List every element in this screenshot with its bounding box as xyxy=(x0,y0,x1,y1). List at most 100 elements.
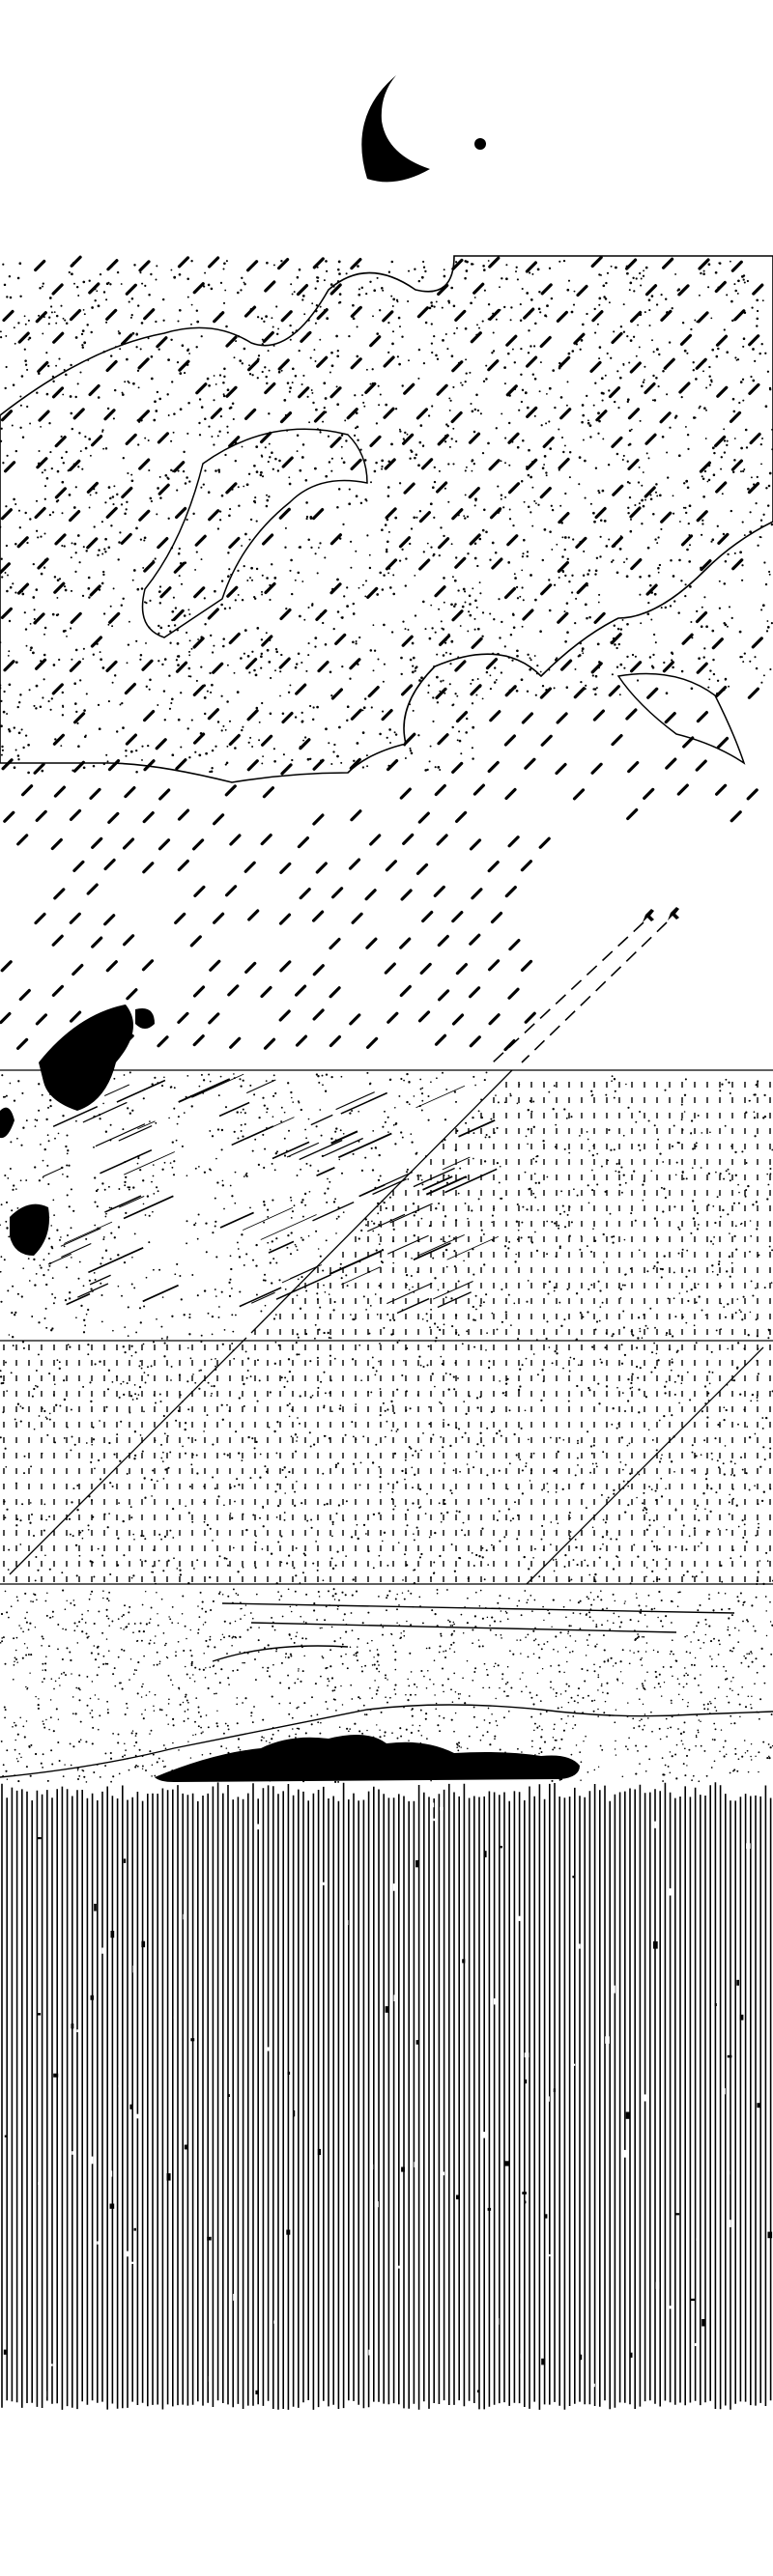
stipple-dot xyxy=(265,1080,268,1082)
rain-dash xyxy=(264,382,276,395)
rain-dash xyxy=(695,610,708,624)
stipple-dot xyxy=(158,590,161,593)
stipple-dot xyxy=(34,1118,37,1121)
stipple-dot xyxy=(622,1480,625,1483)
stipple-dot xyxy=(95,492,98,495)
stipple-dot xyxy=(465,372,468,375)
stipple-dot xyxy=(47,323,50,326)
rain-dash xyxy=(520,860,533,872)
stipple-dot xyxy=(641,1337,644,1340)
stipple-dot xyxy=(211,1385,213,1387)
stipple-dot xyxy=(565,686,569,689)
stipple-dot xyxy=(606,271,610,274)
stipple-dot xyxy=(464,517,467,520)
stipple-dot xyxy=(215,1256,218,1259)
stipple-dot xyxy=(330,457,333,460)
stipple-dot xyxy=(82,658,84,661)
stipple-dot xyxy=(618,694,621,696)
stipple-dot xyxy=(653,1366,657,1370)
stipple-dot xyxy=(38,372,41,376)
stipple-dot xyxy=(602,1261,605,1263)
stipple-dot xyxy=(47,364,50,368)
stipple-dot xyxy=(16,276,20,280)
stipple-dot xyxy=(250,566,253,570)
stipple-dot xyxy=(631,1386,634,1389)
stipple-dot xyxy=(491,1543,493,1546)
stipple-dot xyxy=(473,617,476,620)
stipple-dot xyxy=(272,1199,274,1202)
stipple-dot xyxy=(157,632,160,635)
stipple-dot xyxy=(23,348,26,351)
stipple-dot xyxy=(19,1519,22,1522)
stipple-dot xyxy=(368,553,371,556)
stipple-dot xyxy=(294,579,297,581)
rain-dash xyxy=(436,383,448,396)
stipple-dot xyxy=(136,369,140,372)
rain-dash xyxy=(469,933,481,946)
stipple-dot xyxy=(162,1451,164,1454)
stipple-dot xyxy=(242,1079,244,1082)
stipple-dot xyxy=(328,1337,330,1339)
stipple-dot xyxy=(443,1419,444,1421)
stipple-dot xyxy=(447,463,450,466)
stipple-dot xyxy=(378,1285,381,1288)
stipple-dot xyxy=(0,1375,3,1378)
stipple-dot xyxy=(684,594,687,598)
stipple-dot xyxy=(56,1229,59,1231)
stipple-dot xyxy=(616,627,620,631)
stipple-dot xyxy=(674,1174,677,1176)
stipple-dot xyxy=(81,1529,84,1532)
stipple-dot xyxy=(527,1128,530,1131)
stipple-dot xyxy=(139,1321,142,1324)
stipple-dot xyxy=(365,368,368,371)
stipple-dot xyxy=(163,1161,166,1164)
stipple-dot xyxy=(412,1486,414,1489)
stipple-dot xyxy=(448,445,451,448)
stipple-dot xyxy=(430,1081,432,1084)
stipple-dot xyxy=(537,1181,541,1184)
rain-dash xyxy=(228,536,241,550)
stipple-dot xyxy=(2,263,5,266)
stipple-dot xyxy=(598,346,602,349)
stipple-dot xyxy=(639,593,642,596)
stipple-dot xyxy=(736,358,740,361)
stipple-dot xyxy=(42,1159,44,1162)
stipple-dot xyxy=(644,266,648,269)
stipple-dot xyxy=(5,1220,8,1223)
stipple-dot xyxy=(144,1560,147,1563)
stipple-dot xyxy=(316,279,319,283)
stipple-dot xyxy=(160,1325,163,1328)
rain-dash xyxy=(454,556,467,569)
stipple-dot xyxy=(655,483,658,486)
rain-dash xyxy=(264,280,276,293)
stipple-dot xyxy=(227,552,230,554)
stipple-dot xyxy=(706,480,709,483)
stipple-dot xyxy=(503,645,506,648)
stipple-dot xyxy=(19,404,22,407)
rain-dash xyxy=(630,557,643,571)
stipple-dot xyxy=(75,285,79,289)
stipple-dot xyxy=(151,1571,153,1573)
rain-dash xyxy=(189,935,202,948)
stipple-dot xyxy=(548,267,552,269)
stipple-dot xyxy=(516,649,519,653)
rain-dash xyxy=(173,561,186,574)
stipple-dot xyxy=(387,530,390,533)
stipple-dot xyxy=(240,289,243,292)
stipple-dot xyxy=(697,1115,700,1117)
stipple-dot xyxy=(734,289,737,293)
rain-dash xyxy=(193,586,206,599)
stipple-dot xyxy=(209,1129,212,1132)
stipple-dot xyxy=(334,1463,338,1466)
stipple-dot xyxy=(597,432,600,435)
stipple-dot xyxy=(386,1564,389,1567)
stipple-dot xyxy=(409,747,412,750)
stipple-dot xyxy=(622,363,625,366)
stipple-dot xyxy=(223,1557,226,1560)
stipple-dot xyxy=(686,486,690,490)
stipple-dot xyxy=(711,446,715,450)
stipple-dot xyxy=(434,1385,436,1388)
stipple-dot xyxy=(80,332,84,336)
stipple-dot xyxy=(596,323,599,326)
stipple-dot xyxy=(539,630,542,633)
